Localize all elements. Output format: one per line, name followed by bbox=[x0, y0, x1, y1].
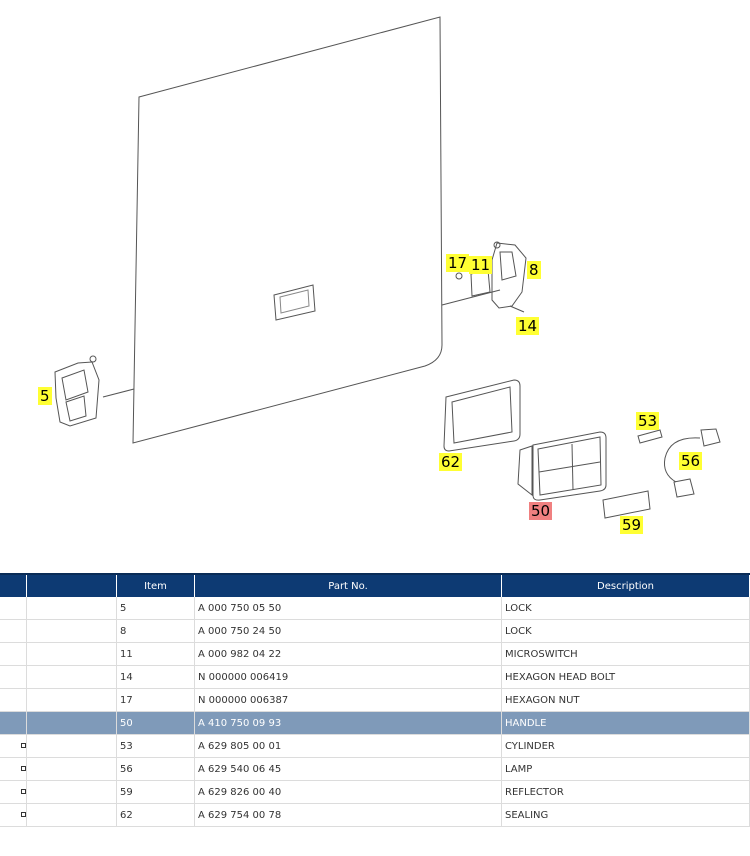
row-part-no: N 000000 006387 bbox=[194, 688, 502, 712]
checkbox-marker-icon[interactable] bbox=[21, 812, 26, 817]
row-part-no: A 629 540 06 45 bbox=[194, 757, 502, 781]
row-marker-cell bbox=[26, 757, 117, 781]
header-description[interactable]: Description bbox=[501, 573, 750, 597]
header-blank-b bbox=[26, 573, 117, 597]
callout-5[interactable]: 5 bbox=[38, 387, 52, 405]
row-cell-blank bbox=[0, 688, 27, 712]
header-blank-a bbox=[0, 573, 27, 597]
row-cell-blank bbox=[0, 619, 27, 643]
row-cell-blank bbox=[0, 734, 27, 758]
row-cell-blank bbox=[0, 803, 27, 827]
checkbox-marker-icon[interactable] bbox=[21, 766, 26, 771]
sealing-part-62 bbox=[443, 379, 521, 452]
reflector-part-59 bbox=[602, 490, 651, 519]
row-item: 5 bbox=[116, 597, 195, 620]
row-cell-blank bbox=[0, 665, 27, 689]
callout-17[interactable]: 17 bbox=[446, 254, 470, 272]
callout-11[interactable]: 11 bbox=[469, 256, 493, 274]
callout-59[interactable]: 59 bbox=[620, 516, 644, 534]
row-description: LOCK bbox=[501, 597, 750, 620]
row-item: 56 bbox=[116, 757, 195, 781]
callout-14[interactable]: 14 bbox=[516, 317, 540, 335]
row-part-no: A 000 750 24 50 bbox=[194, 619, 502, 643]
row-part-no: N 000000 006419 bbox=[194, 665, 502, 689]
row-marker-cell bbox=[26, 665, 117, 689]
row-item: 50 bbox=[116, 711, 195, 735]
row-part-no: A 410 750 09 93 bbox=[194, 711, 502, 735]
row-cell-blank bbox=[0, 642, 27, 666]
callout-8[interactable]: 8 bbox=[527, 261, 541, 279]
row-description: REFLECTOR bbox=[501, 780, 750, 804]
lock-part-5 bbox=[54, 355, 100, 427]
row-cell-blank bbox=[0, 597, 27, 620]
row-part-no: A 629 754 00 78 bbox=[194, 803, 502, 827]
row-item: 59 bbox=[116, 780, 195, 804]
row-description: LOCK bbox=[501, 619, 750, 643]
row-description: MICROSWITCH bbox=[501, 642, 750, 666]
cylinder-part-53 bbox=[637, 429, 663, 444]
row-marker-cell bbox=[26, 688, 117, 712]
row-item: 53 bbox=[116, 734, 195, 758]
callout-56[interactable]: 56 bbox=[679, 452, 703, 470]
lock-part-8 bbox=[455, 241, 527, 313]
row-description: HANDLE bbox=[501, 711, 750, 735]
door-panel bbox=[132, 16, 443, 444]
row-marker-cell bbox=[26, 734, 117, 758]
row-part-no: A 629 826 00 40 bbox=[194, 780, 502, 804]
row-description: HEXAGON NUT bbox=[501, 688, 750, 712]
row-part-no: A 000 750 05 50 bbox=[194, 597, 502, 620]
row-part-no: A 000 982 04 22 bbox=[194, 642, 502, 666]
checkbox-marker-icon[interactable] bbox=[21, 743, 26, 748]
callout-50[interactable]: 50 bbox=[529, 502, 553, 520]
callout-62[interactable]: 62 bbox=[439, 453, 463, 471]
row-marker-cell bbox=[26, 711, 117, 735]
callout-53[interactable]: 53 bbox=[636, 412, 660, 430]
row-marker-cell bbox=[26, 642, 117, 666]
row-item: 14 bbox=[116, 665, 195, 689]
parts-diagram bbox=[54, 16, 721, 519]
row-item: 62 bbox=[116, 803, 195, 827]
row-marker-cell bbox=[26, 780, 117, 804]
header-part-no[interactable]: Part No. bbox=[194, 573, 502, 597]
row-description: CYLINDER bbox=[501, 734, 750, 758]
row-marker-cell bbox=[26, 597, 117, 620]
handle-part-50 bbox=[517, 431, 607, 501]
header-item[interactable]: Item bbox=[116, 573, 195, 597]
checkbox-marker-icon[interactable] bbox=[21, 789, 26, 794]
row-description: HEXAGON HEAD BOLT bbox=[501, 665, 750, 689]
row-marker-cell bbox=[26, 803, 117, 827]
row-item: 8 bbox=[116, 619, 195, 643]
row-part-no: A 629 805 00 01 bbox=[194, 734, 502, 758]
door-handle-recess bbox=[273, 284, 316, 321]
lamp-part-56 bbox=[664, 428, 721, 498]
row-cell-blank bbox=[0, 780, 27, 804]
row-item: 17 bbox=[116, 688, 195, 712]
row-description: SEALING bbox=[501, 803, 750, 827]
row-marker-cell bbox=[26, 619, 117, 643]
row-item: 11 bbox=[116, 642, 195, 666]
row-cell-blank bbox=[0, 711, 27, 735]
table-header: Item Part No. Description bbox=[0, 573, 750, 597]
row-cell-blank bbox=[0, 757, 27, 781]
row-description: LAMP bbox=[501, 757, 750, 781]
